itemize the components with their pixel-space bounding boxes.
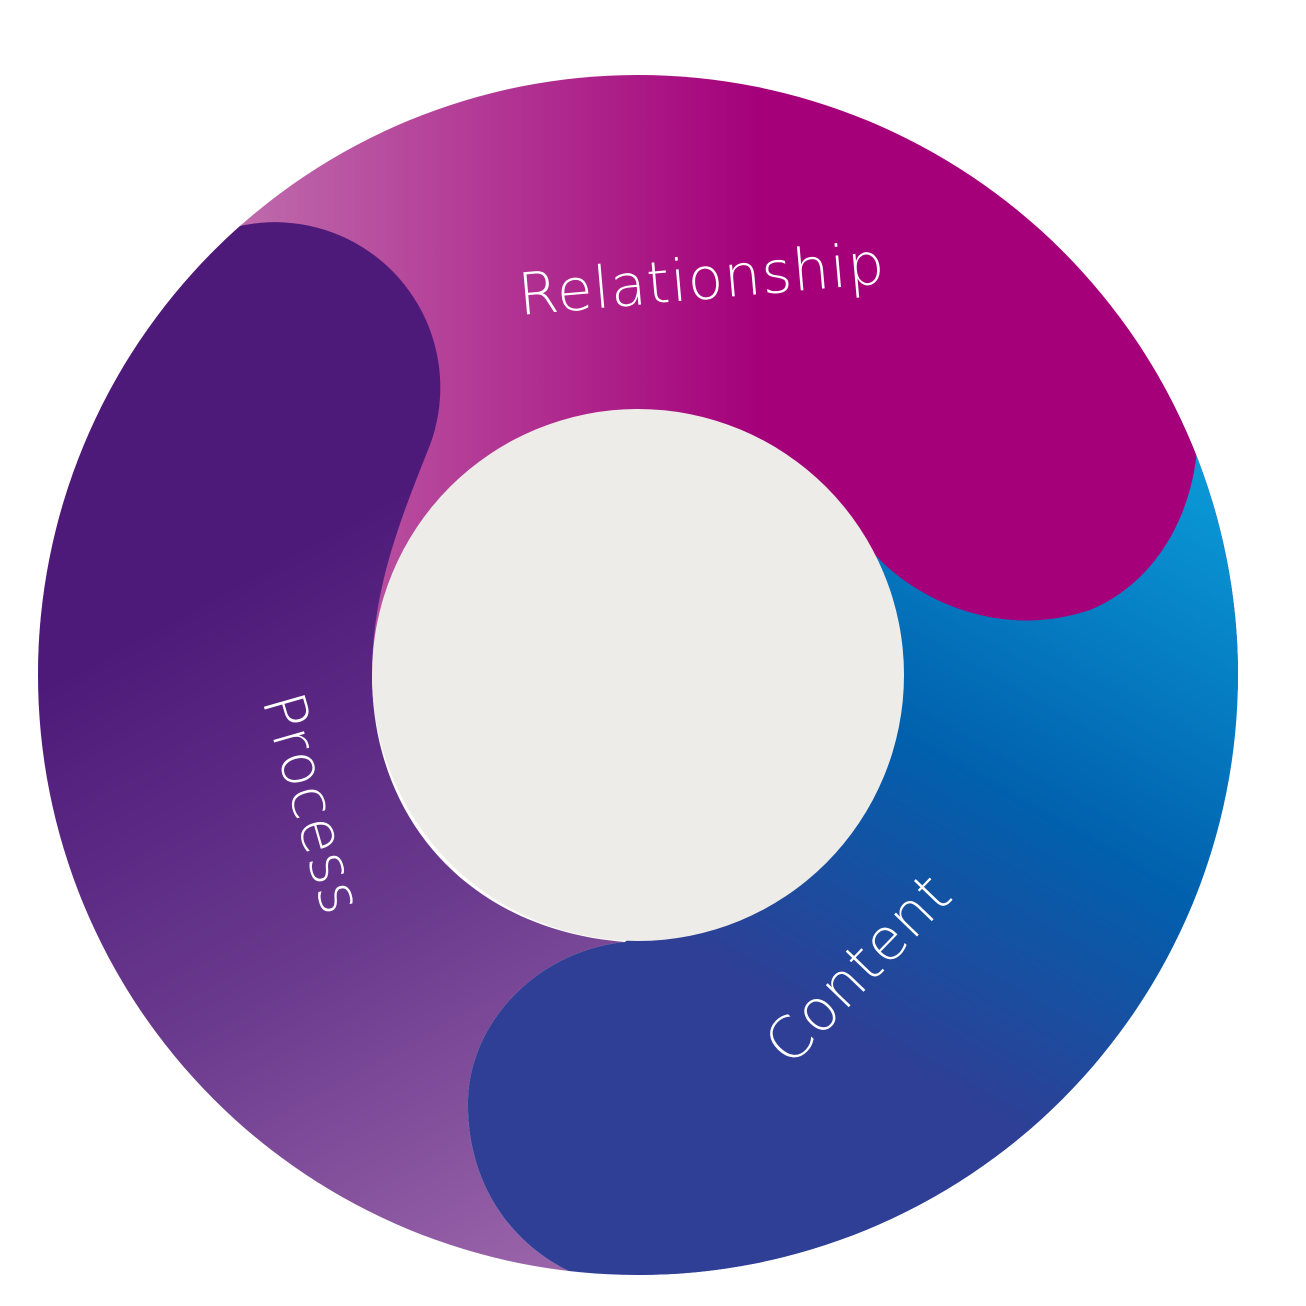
center-circle [372, 409, 904, 941]
segment-process [38, 222, 625, 1275]
segment-content-lobe [467, 700, 1100, 1275]
segment-relationship-lobe [800, 300, 1198, 621]
